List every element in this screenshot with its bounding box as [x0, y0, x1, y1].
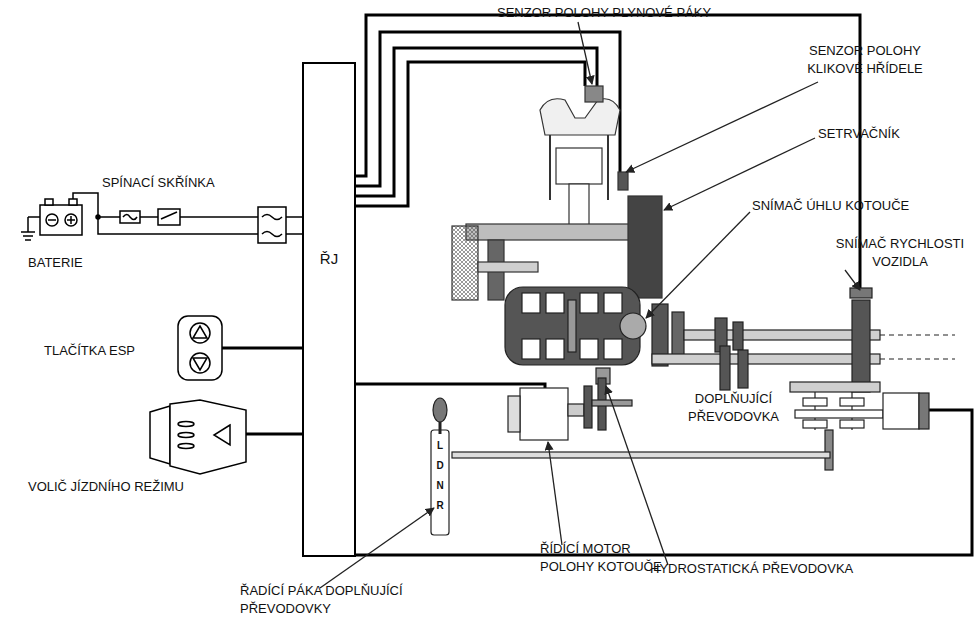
part-label: VOLIČ JÍZDNÍHO REŽIMU	[28, 478, 184, 496]
part-label: ŘADÍCÍ PÁKA DOPLŇUJÍCÍ PŘEVODOVKY	[240, 582, 450, 618]
unit-label: ŘJ	[320, 250, 338, 267]
part-label: SETRVAČNÍK	[818, 125, 900, 143]
gear-position: R	[436, 500, 444, 512]
gear-lever	[431, 398, 449, 535]
part-label: SENZOR POLOHY KLIKOVÉ HŘÍDELE	[790, 42, 940, 78]
part-label: SNÍMAČ RYCHLOSTI VOZIDLA	[825, 235, 975, 271]
part-label: SPÍNACÍ SKŘÍNKA	[102, 174, 215, 192]
part-label: TLAČÍTKA ESP	[44, 342, 135, 360]
gear-position: L	[436, 440, 444, 452]
part-label: DOPLŇUJÍCÍ PŘEVODOVKA	[676, 390, 791, 426]
gear-position: D	[436, 460, 444, 472]
engine	[452, 86, 662, 300]
part-label: BATERIE	[28, 254, 83, 272]
esp-buttons	[178, 316, 222, 380]
gear-position: N	[436, 480, 444, 492]
mode-selector	[150, 400, 246, 474]
battery-circuit	[21, 193, 302, 243]
additional-gearbox	[652, 288, 955, 470]
control-unit-box: ŘJ	[302, 62, 356, 557]
leader-lines	[320, 22, 860, 588]
part-label: SNÍMAČ ÚHLU KOTOUČE	[752, 197, 909, 215]
part-label: HYDROSTATICKÁ PŘEVODOVKA	[650, 560, 853, 578]
part-label: SENZOR POLOHY PLYNOVÉ PÁKY	[497, 4, 711, 22]
hydrostatic-unit	[505, 287, 684, 384]
control-motor	[452, 378, 830, 458]
